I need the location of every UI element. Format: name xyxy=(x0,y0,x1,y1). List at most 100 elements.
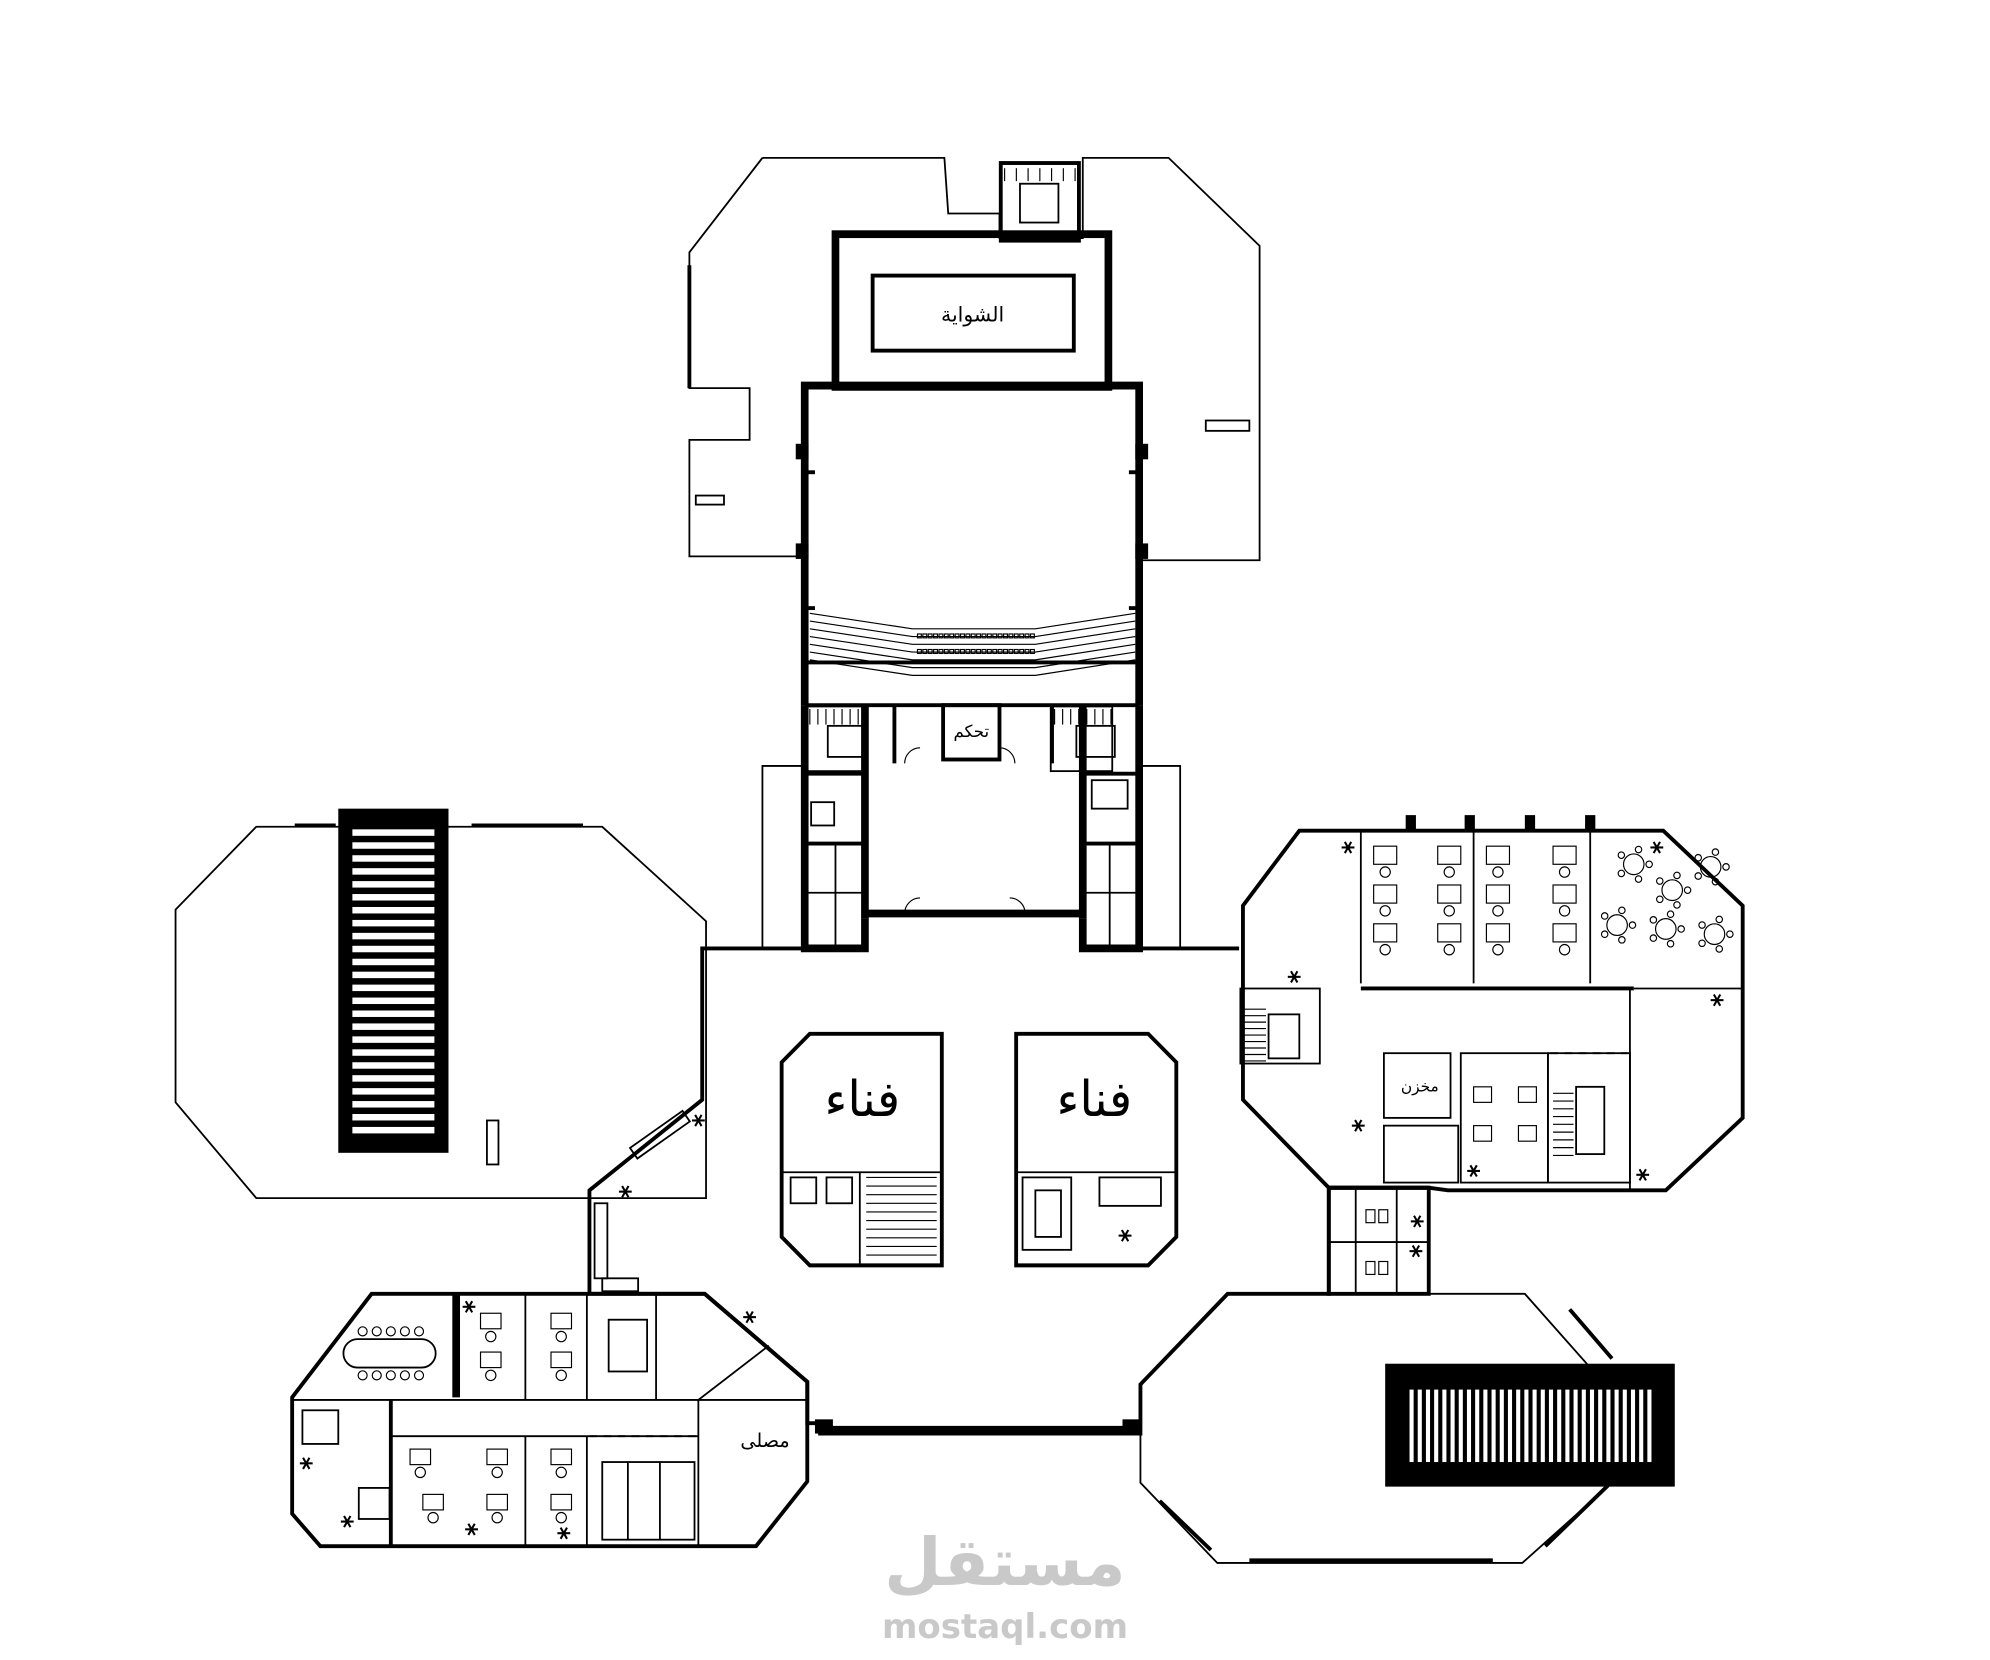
desk xyxy=(479,1351,502,1369)
grille-bar xyxy=(1565,1389,1570,1463)
seat xyxy=(965,633,971,639)
round-table xyxy=(1661,879,1684,902)
grille-bar xyxy=(352,894,435,901)
watermark-brand-english: mostaql.com xyxy=(881,1607,1129,1647)
seat xyxy=(1029,648,1035,654)
chair xyxy=(1492,866,1504,878)
seat xyxy=(1013,648,1019,654)
grille-bar xyxy=(1524,1389,1529,1463)
chair xyxy=(1379,866,1391,878)
grille-bar xyxy=(1647,1389,1652,1463)
grille-bar xyxy=(1483,1389,1488,1463)
grille-bar xyxy=(352,1010,435,1017)
top-terrace-outline-left xyxy=(688,157,805,558)
chair xyxy=(1379,943,1391,956)
grille-bar xyxy=(352,1062,435,1069)
right-plaza-glazing-br xyxy=(1544,1483,1610,1548)
seat xyxy=(922,633,928,639)
chair xyxy=(1677,925,1685,933)
seat xyxy=(933,648,939,654)
lobby-block xyxy=(761,703,1182,953)
seat xyxy=(1008,633,1014,639)
desk xyxy=(550,1493,573,1511)
seat xyxy=(992,633,998,639)
desk xyxy=(1517,1086,1537,1103)
seat xyxy=(965,648,971,654)
grille-bar xyxy=(1458,1389,1463,1463)
grille-bar xyxy=(1442,1389,1447,1463)
seat xyxy=(943,648,949,654)
seat xyxy=(981,633,987,639)
grille-bar xyxy=(1573,1389,1578,1463)
grille-bar xyxy=(1589,1389,1595,1463)
desk xyxy=(1437,884,1462,904)
seat xyxy=(1024,648,1030,654)
plant-leaf xyxy=(1347,841,1353,848)
seat xyxy=(970,633,976,639)
seat xyxy=(997,648,1003,654)
grille-bar xyxy=(352,945,435,953)
chair xyxy=(399,1370,410,1381)
round-table xyxy=(1622,853,1645,876)
chair xyxy=(491,1511,503,1524)
chair xyxy=(399,1326,410,1337)
chair xyxy=(1617,869,1626,878)
grille-bar xyxy=(352,1036,435,1043)
plant-leaf xyxy=(1716,994,1722,1001)
desk xyxy=(1552,845,1577,865)
room-labels: الشواية تحكم فناء فناء مخزن مصلى xyxy=(740,303,1438,1452)
grille-bar xyxy=(352,1049,435,1056)
plant-leaf xyxy=(697,1114,703,1121)
seat xyxy=(970,648,976,654)
seat xyxy=(976,633,982,639)
desk xyxy=(1373,923,1398,943)
chair xyxy=(1379,905,1391,917)
seat xyxy=(1013,633,1019,639)
grille-bar xyxy=(352,958,435,966)
seat xyxy=(1024,633,1030,639)
seat xyxy=(1003,633,1009,639)
seat xyxy=(927,648,933,654)
chair xyxy=(1698,921,1706,929)
right-plaza-glazing-tr xyxy=(1568,1308,1614,1360)
seat xyxy=(992,648,998,654)
chair xyxy=(1492,943,1504,956)
left-feature-grille xyxy=(338,808,449,1153)
chair xyxy=(1634,875,1643,883)
chair xyxy=(555,1511,567,1524)
chair xyxy=(1634,845,1643,854)
left-plaza-bench xyxy=(486,1119,500,1166)
grille-bar xyxy=(352,1075,435,1082)
chair xyxy=(485,1369,497,1382)
plant-leaf xyxy=(1472,1164,1478,1172)
grille-bar xyxy=(1581,1389,1586,1463)
desk xyxy=(1517,1125,1537,1142)
grille-bar xyxy=(352,1101,435,1108)
plant-leaf xyxy=(748,1311,754,1318)
seat xyxy=(1029,633,1035,639)
chair xyxy=(1649,916,1658,924)
seat xyxy=(986,648,992,654)
seat xyxy=(954,633,960,639)
grille-bar xyxy=(1639,1389,1644,1463)
round-table xyxy=(1703,923,1726,946)
chair xyxy=(1618,906,1626,915)
round-table xyxy=(1699,855,1722,878)
desk xyxy=(1437,923,1462,943)
chair xyxy=(1558,866,1571,878)
chair xyxy=(555,1466,567,1479)
grille-bar xyxy=(352,1023,435,1030)
desk xyxy=(1473,1125,1493,1142)
grille-bar xyxy=(352,997,435,1005)
chair xyxy=(414,1466,426,1479)
chair xyxy=(1617,851,1626,859)
seat xyxy=(1019,633,1025,639)
chair xyxy=(1715,915,1724,924)
right-office-wing xyxy=(1239,815,1745,1296)
seat xyxy=(916,648,922,654)
right-plaza-glazing-bl xyxy=(1158,1499,1213,1552)
plant-leaf xyxy=(1415,1245,1421,1252)
chair xyxy=(357,1370,368,1381)
desk xyxy=(1552,884,1577,904)
grille-bar xyxy=(1606,1389,1611,1463)
